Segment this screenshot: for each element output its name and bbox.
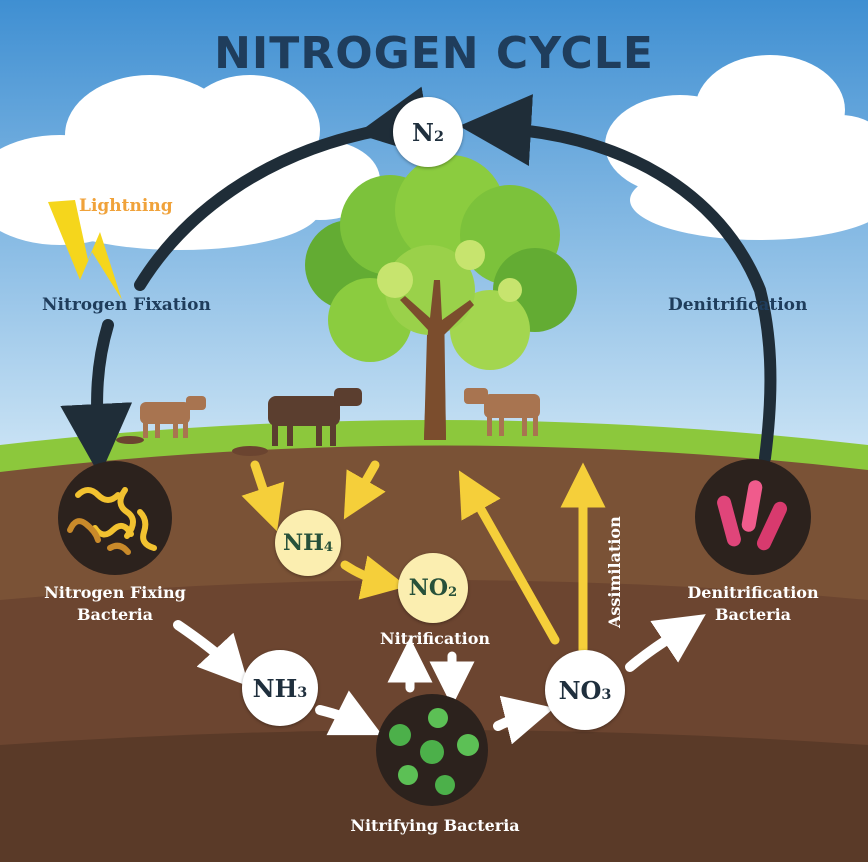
node-nh4-sub: 4	[323, 539, 334, 555]
diagram-title: NITROGEN CYCLE	[214, 28, 654, 79]
node-n2-sub: 2	[433, 127, 444, 145]
node-nh3-sub: 3	[297, 683, 308, 701]
nitrifying-bacteria-label: Nitrifying Bacteria	[350, 816, 520, 835]
cow-middle	[268, 388, 362, 446]
nitrifying-bacteria-icon	[376, 694, 488, 806]
node-nh3-base: NH	[252, 673, 298, 703]
nitrogen-fixation-label: Nitrogen Fixation	[42, 295, 211, 315]
nitrogen-fixing-bacteria-label: Nitrogen Fixing Bacteria	[44, 583, 186, 624]
arrow-no3-to-tree	[458, 470, 560, 645]
arrow-n2-to-fixation	[134, 86, 434, 291]
arrow-waste-to-nh4	[241, 460, 285, 532]
nitrification-label: Nitrification	[379, 629, 491, 648]
node-no2-base: NO	[408, 575, 449, 601]
arrow-denitrification-to-n2	[459, 94, 777, 464]
assimilation-label: Assimilation	[605, 516, 624, 628]
lightning-bolt-icon	[48, 200, 122, 300]
denitrification-label: Denitrification	[668, 295, 808, 315]
arrow-nh4-to-no2	[340, 555, 408, 600]
arrow-fixation-to-bacteria	[60, 319, 133, 476]
cow-right	[464, 388, 540, 436]
arrow-no3-to-denitrification	[625, 614, 706, 672]
denitrification-bacteria-label: Denitrification Bacteria	[687, 583, 819, 624]
dirt-mound	[116, 436, 144, 444]
arrow-nh3-to-nitrifying	[315, 690, 383, 736]
node-no2-sub: 2	[448, 584, 458, 600]
arrow-cow-to-nh4	[343, 460, 386, 520]
arrow-bacteria-to-nh3	[173, 620, 249, 687]
denitrification-bacteria-icon	[695, 459, 811, 575]
lightning-label: Lightning	[79, 196, 173, 216]
cow-left	[140, 396, 206, 438]
arrow-nitrifying-to-no3	[493, 695, 555, 745]
node-nh4-base: NH	[282, 530, 324, 556]
node-n2-base: N	[412, 117, 434, 147]
dirt-mound	[232, 446, 268, 456]
cloud-left	[0, 75, 380, 250]
node-no3-sub: 3	[601, 685, 612, 703]
node-no3-base: NO	[558, 675, 602, 705]
tree	[305, 155, 577, 440]
nitrogen-fixing-bacteria-icon	[58, 461, 172, 575]
grass-strip	[0, 420, 868, 472]
